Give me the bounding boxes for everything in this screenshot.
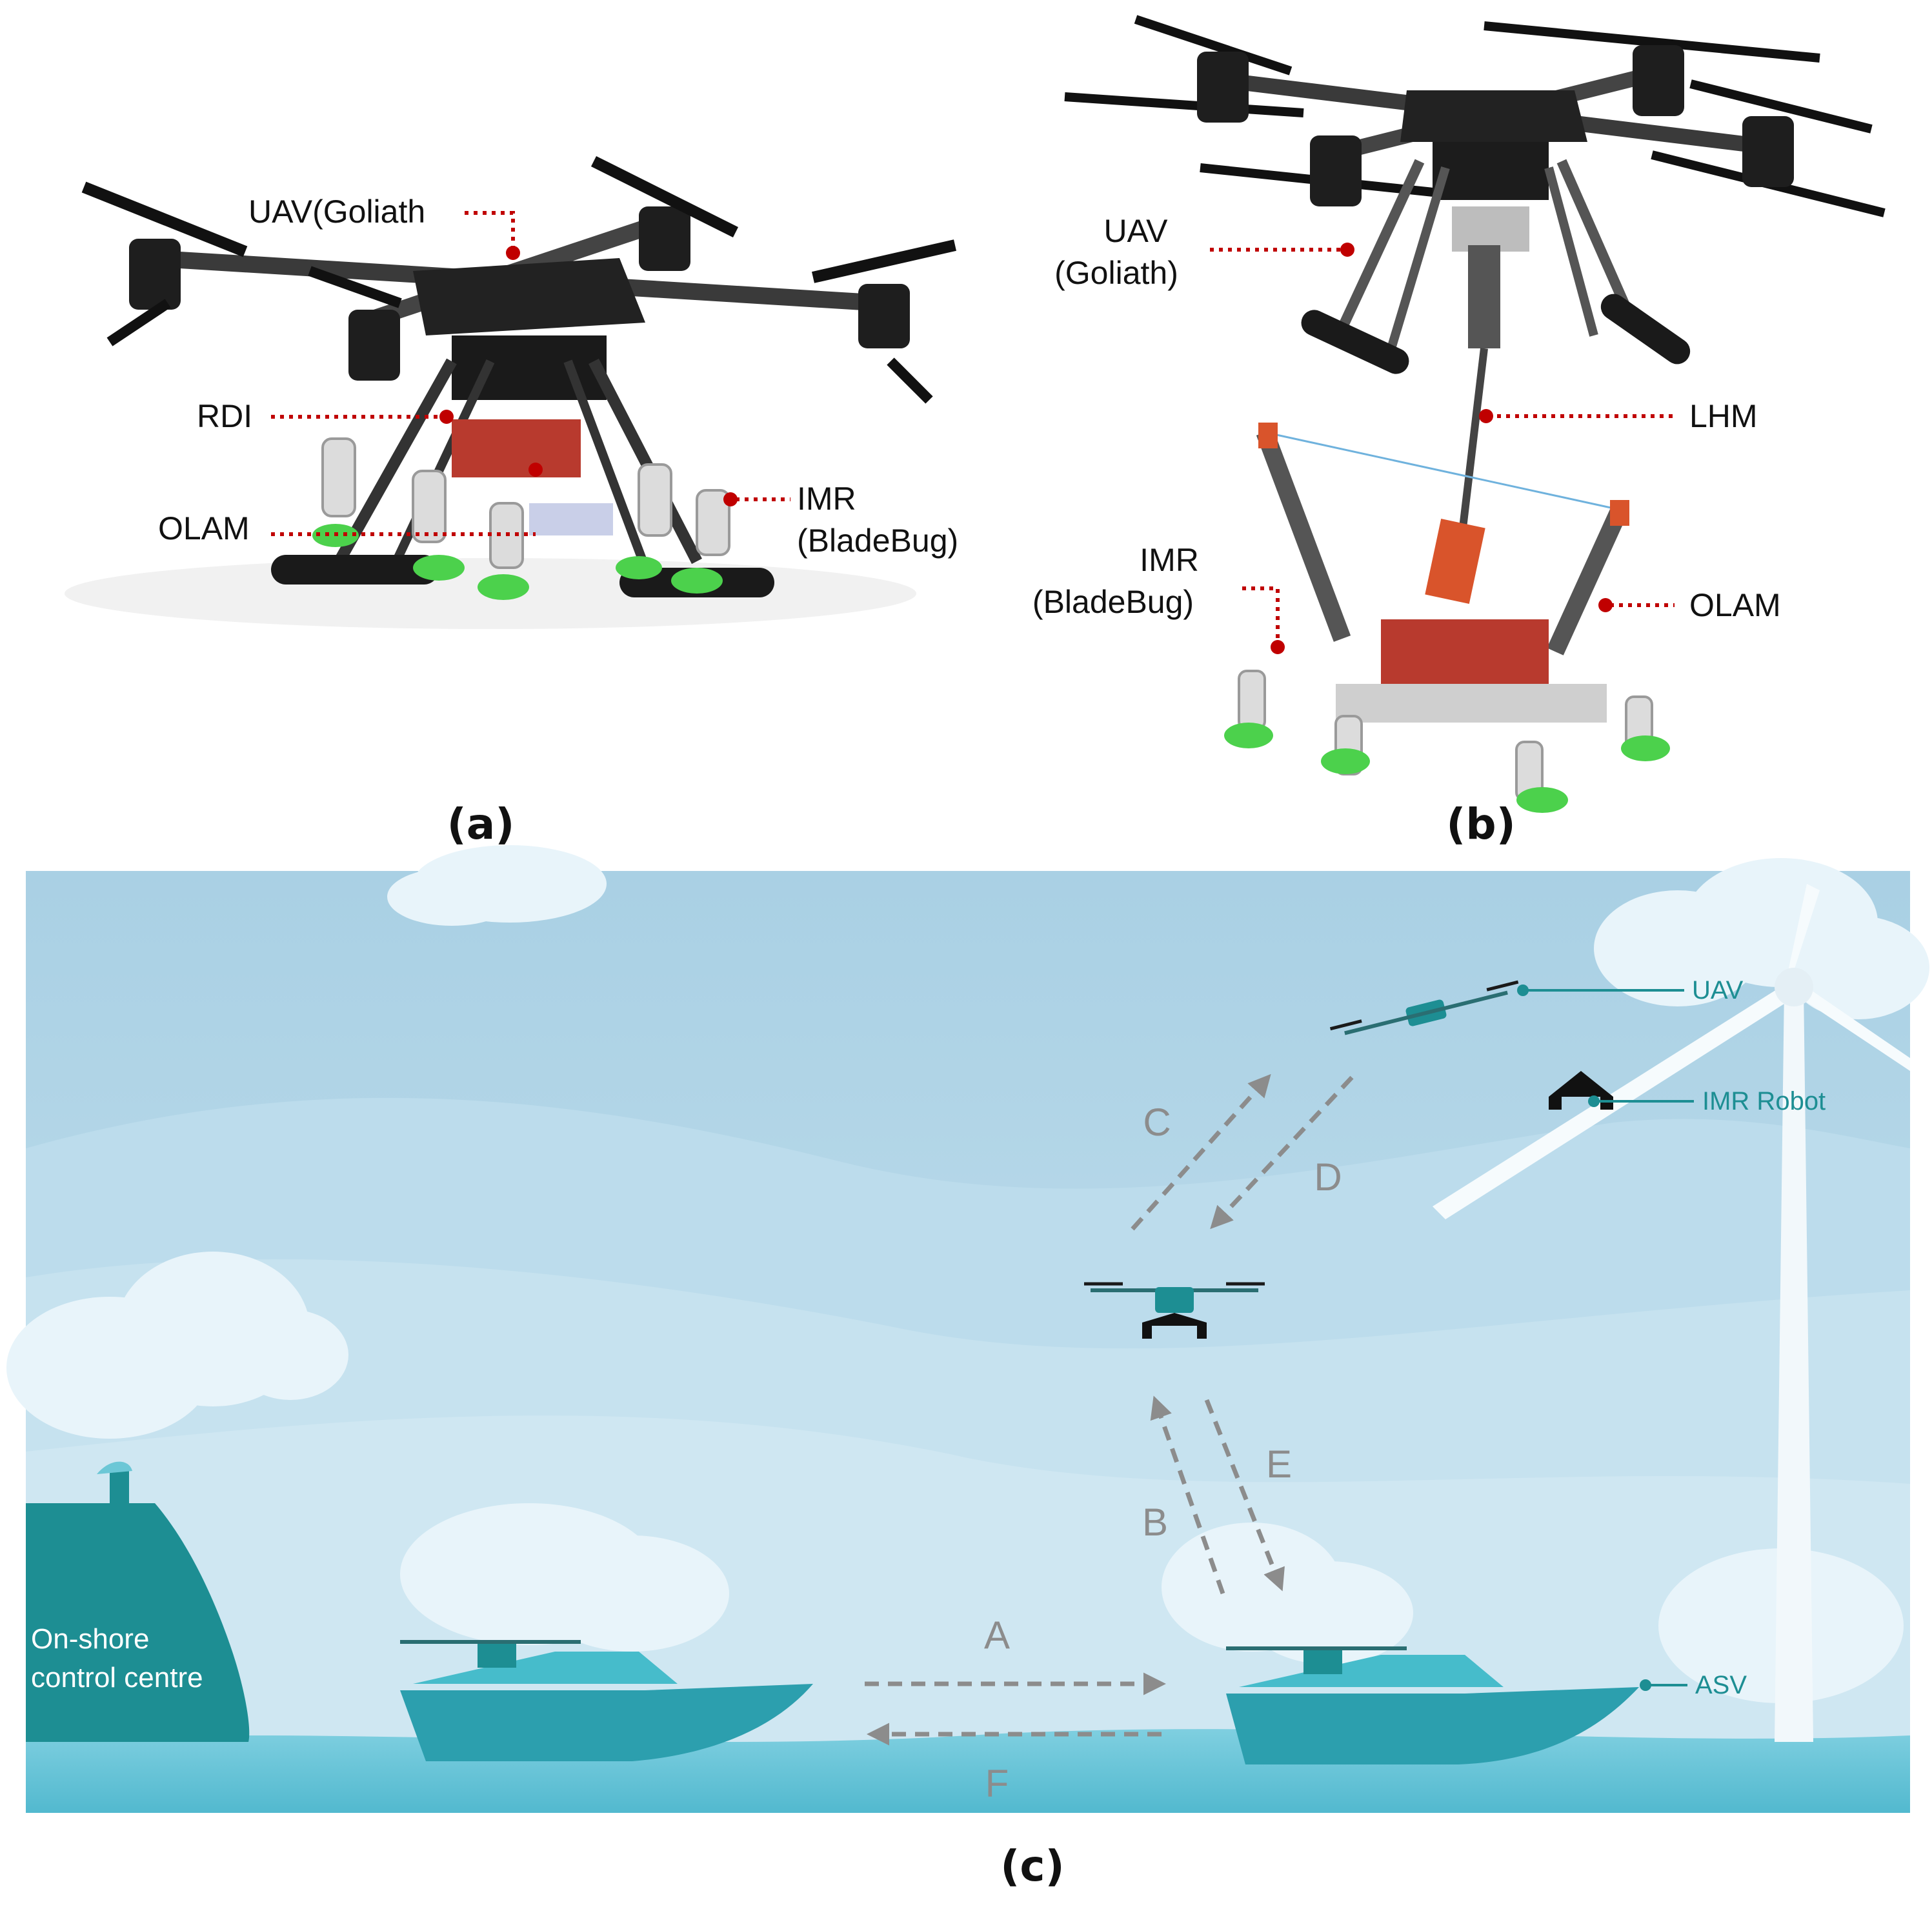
panel-c-flow-arrows: [865, 1074, 1354, 1746]
legend-asv-label: ASV: [1695, 1671, 1747, 1699]
panel-a-olam-label: OLAM: [158, 510, 250, 546]
panel-b-imr-dot: [1271, 640, 1285, 654]
arrow-b: [1150, 1395, 1225, 1595]
arrow-f-label: F: [985, 1762, 1009, 1805]
panel-a-drone-illustration: [65, 155, 956, 629]
panel-c-shore-label-line2: control centre: [31, 1662, 203, 1694]
panel-a-rdi-label: RDI: [197, 398, 252, 434]
panel-b-uav-dot: [1340, 243, 1354, 257]
panel-c-uav-top-icon: [1329, 980, 1519, 1035]
panel-b-lhm-label: LHM: [1689, 398, 1758, 434]
panel-b-uav-label-line1: UAV: [1103, 213, 1168, 249]
panel-a-leader-lines: [271, 211, 790, 536]
panel-b-olam-dot: [1598, 598, 1613, 612]
panel-a-uav-dot: [506, 246, 520, 260]
arrow-b-label: B: [1142, 1501, 1168, 1544]
panel-a-imr-dot: [723, 492, 738, 506]
panel-c-boat-left-icon: [400, 1640, 813, 1761]
panel-c-boat-right-icon: [1226, 1646, 1639, 1764]
panel-a-rdi-dot: [439, 410, 454, 424]
panel-a-imr-label-line1: IMR: [797, 481, 856, 517]
panel-c-caption: (c): [1000, 1841, 1064, 1891]
panel-b-uav-label-line2: (Goliath): [1054, 255, 1178, 291]
arrow-d: [1210, 1075, 1354, 1230]
arrow-e-label: E: [1266, 1443, 1292, 1486]
legend-uav-label: UAV: [1692, 976, 1744, 1004]
panel-c-imr-robot-icon: [1549, 1071, 1613, 1110]
arrow-e: [1204, 1399, 1285, 1592]
legend-imr-label: IMR Robot: [1702, 1087, 1826, 1115]
panel-b-imr-label-line1: IMR: [1140, 542, 1199, 578]
arrow-a-label: A: [984, 1614, 1010, 1657]
panel-b-caption: (b): [1446, 799, 1516, 849]
legend-uav-dot: [1517, 984, 1529, 996]
panel-b-imr-label-line2: (BladeBug): [1032, 584, 1194, 620]
panel-b: UAV (Goliath) LHM IMR (BladeBug) OLAM (b…: [1032, 15, 1886, 849]
arrow-c-label: C: [1143, 1101, 1171, 1144]
panel-a-caption: (a): [447, 799, 515, 849]
legend-asv-dot: [1640, 1679, 1651, 1691]
panel-c-uav-mid-icon: [1084, 1282, 1265, 1339]
panel-c-onshore-building: [26, 1503, 250, 1742]
arrow-c: [1131, 1074, 1271, 1231]
arrow-d-label: D: [1314, 1155, 1342, 1199]
panel-b-olam-label: OLAM: [1689, 587, 1781, 623]
panel-a: UAV(Goliath RDI OLAM IMR (BladeBug) (a): [65, 155, 958, 849]
panel-c: On-shore control centre: [6, 845, 1929, 1891]
panel-a-uav-label: UAV(Goliath: [248, 194, 425, 230]
legend-imr-dot: [1588, 1095, 1600, 1107]
panel-b-drone-illustration: [1064, 15, 1886, 813]
panel-b-leader-lines: [1210, 248, 1675, 645]
panel-a-olam-dot: [528, 463, 543, 477]
panel-c-shore-label-line1: On-shore: [31, 1623, 149, 1655]
panel-a-imr-label-line2: (BladeBug): [797, 523, 958, 559]
panel-c-sea: [26, 1729, 1910, 1813]
panel-b-lhm-dot: [1479, 409, 1493, 423]
